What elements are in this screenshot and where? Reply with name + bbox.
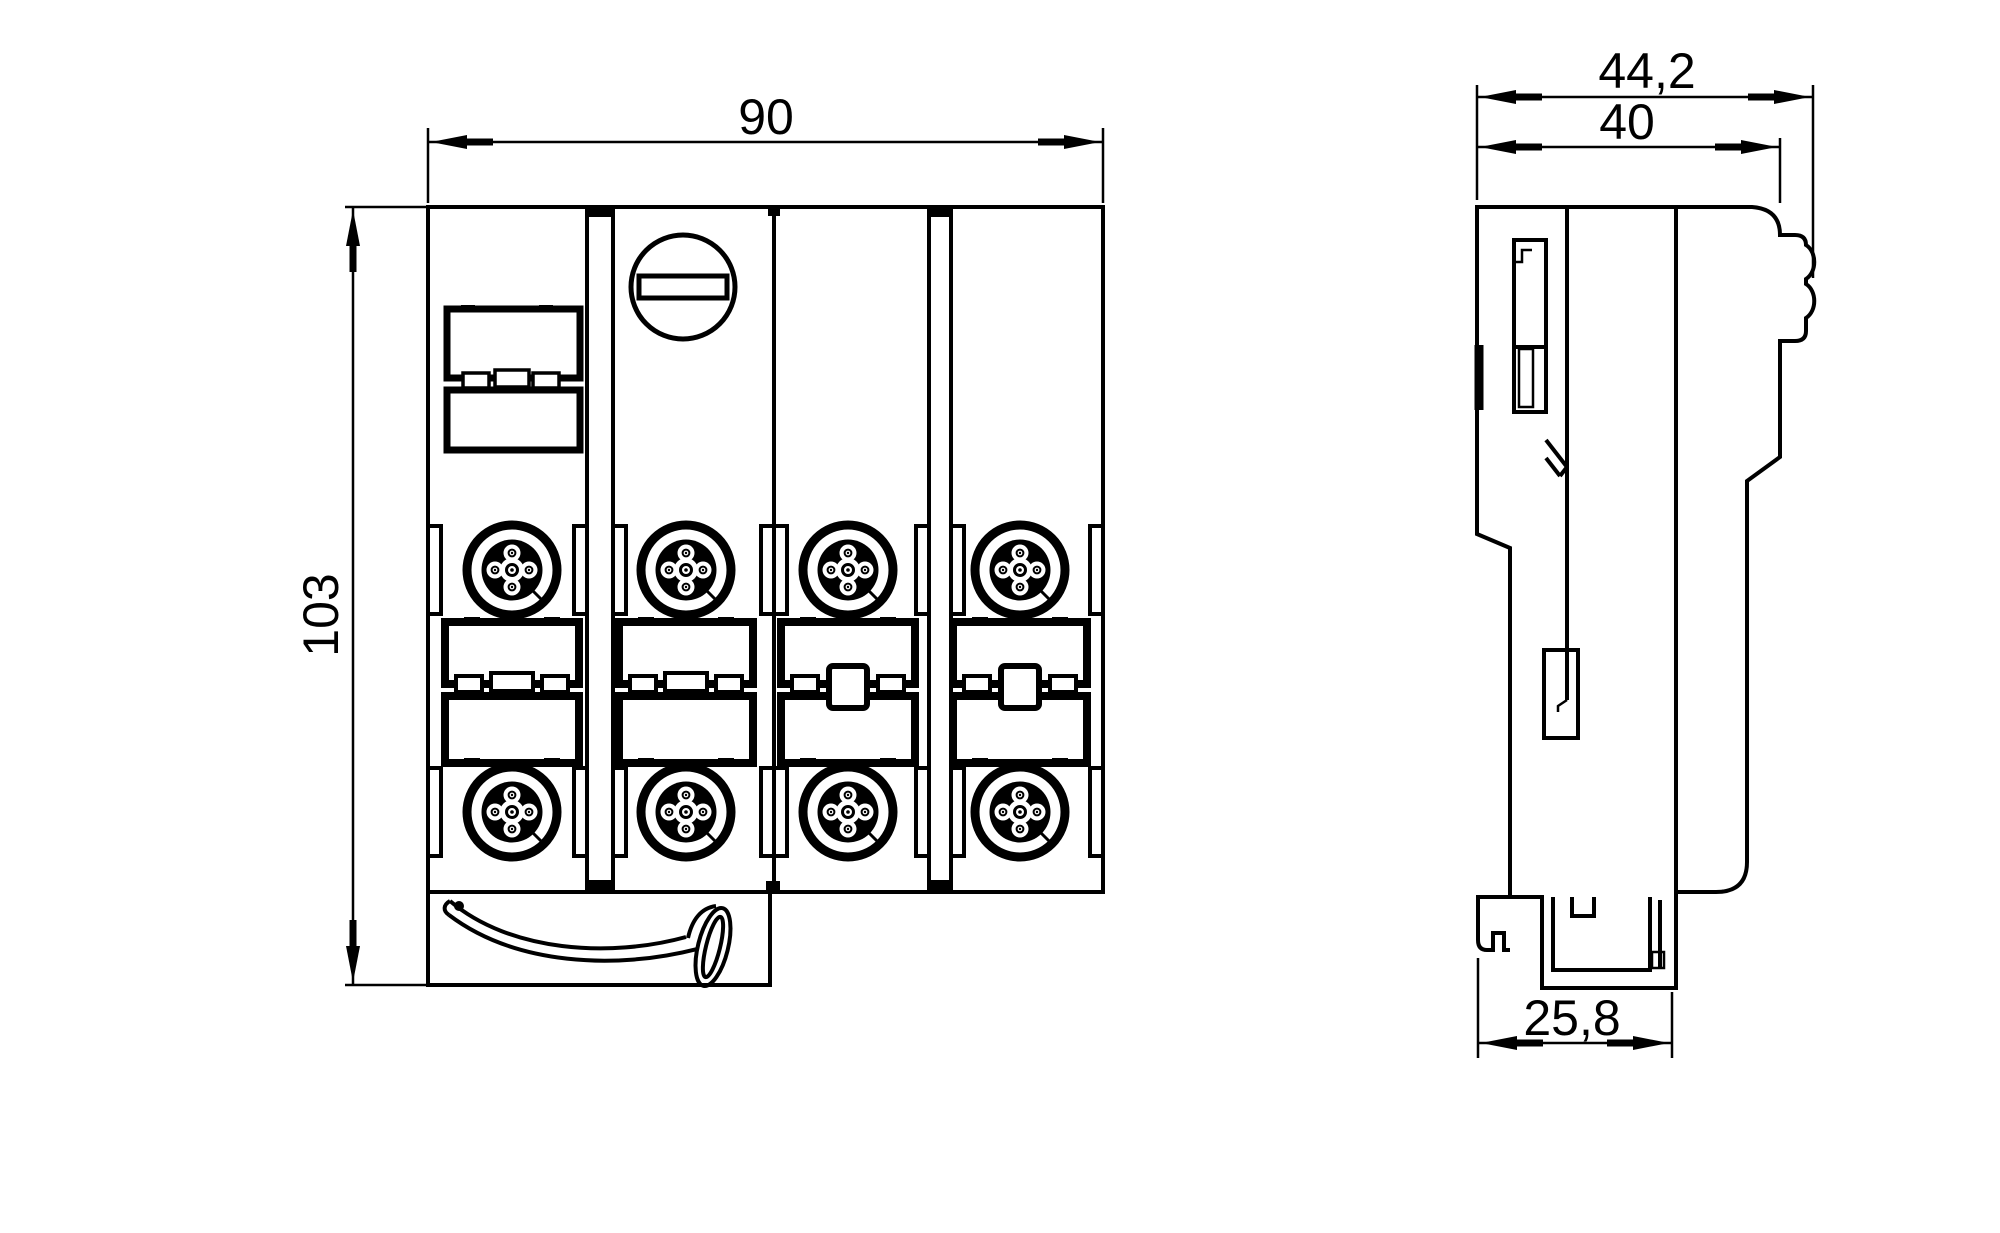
dim-label-width: 90 (738, 89, 794, 145)
m12-connector (975, 767, 1065, 857)
din-rail-clamp (1512, 238, 1580, 740)
side-profile-outline (1475, 205, 1817, 990)
labeling-plate-pair (619, 617, 753, 765)
dim-label-housing-depth: 40 (1599, 94, 1655, 150)
labeling-plate-pair (781, 617, 915, 765)
dim-label-overall-depth: 44,2 (1598, 43, 1695, 99)
side-view: 44,2 40 25,8 (1474, 43, 1817, 1058)
dim-front-height: 103 (293, 205, 430, 987)
m12-connector (803, 525, 893, 615)
labeling-plate-pair (445, 617, 579, 765)
labeling-plate-pair (953, 617, 1087, 765)
dim-front-width: 90 (426, 89, 1105, 203)
dim-side-foot: 25,8 (1476, 958, 1674, 1058)
dim-label-foot-depth: 25,8 (1523, 990, 1620, 1046)
mounting-foot (426, 892, 772, 987)
m12-connector (641, 767, 731, 857)
release-lever (442, 899, 733, 988)
m12-connector (467, 767, 557, 857)
lever-pivot-dot (454, 901, 464, 911)
address-label-block (443, 305, 584, 454)
m12-connector (975, 525, 1065, 615)
screw-cap-icon (628, 232, 738, 342)
m12-connector (803, 767, 893, 857)
rail-foot-section (1476, 895, 1666, 972)
dim-label-height: 103 (293, 573, 349, 656)
dim-side-housing: 40 (1477, 94, 1782, 203)
front-view: 90 103 (293, 89, 1105, 988)
m12-connector (467, 525, 557, 615)
dim-side-overall: 44,2 (1475, 43, 1815, 278)
m12-connector (641, 525, 731, 615)
